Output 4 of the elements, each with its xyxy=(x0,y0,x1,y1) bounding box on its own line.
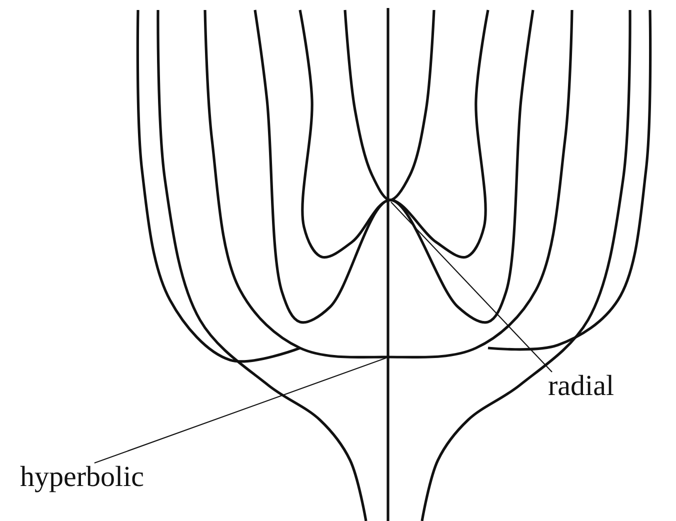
leader-line xyxy=(94,357,386,464)
leader-line xyxy=(390,202,552,372)
curve-label: radial xyxy=(548,372,614,401)
curve-label: hyperbolic xyxy=(20,463,144,492)
